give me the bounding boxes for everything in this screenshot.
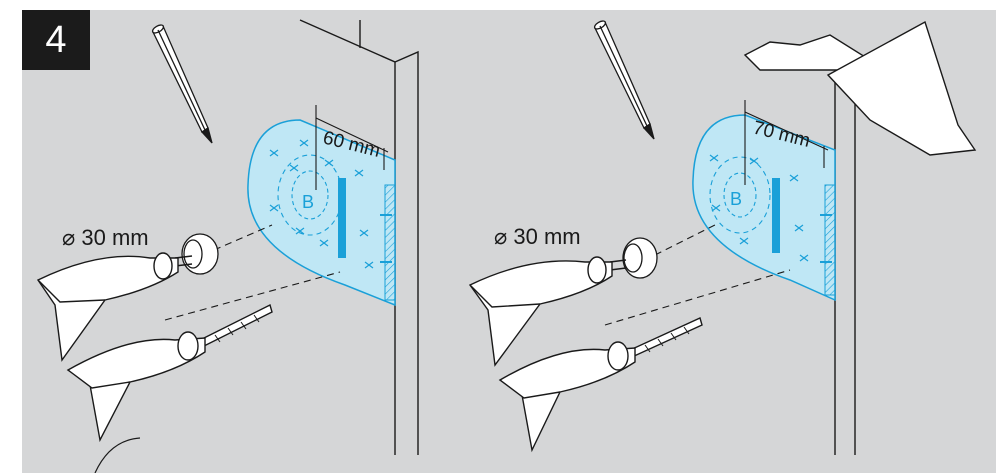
right-guide-lines — [604, 224, 791, 326]
right-dimension-line — [744, 100, 829, 185]
right-hinge-cup-icon — [622, 237, 658, 279]
right-cabinet-panel — [834, 70, 856, 455]
right-illustration: B 70 mm ⌀ 30 mm — [468, 20, 977, 455]
left-twist-drill-icon — [66, 303, 273, 443]
left-pencil-icon — [151, 24, 213, 144]
left-dimension-line — [315, 105, 389, 190]
cropped-detail-circle — [94, 437, 141, 473]
left-diameter-label: ⌀ 30 mm — [62, 225, 149, 250]
right-pencil-icon — [593, 20, 655, 140]
left-template-mark: B — [302, 192, 314, 212]
right-twist-drill-icon — [498, 317, 703, 453]
right-drilling-template — [692, 114, 836, 302]
left-hinge-cup-icon — [181, 233, 219, 275]
left-forstner-drill-icon — [36, 252, 193, 362]
left-cabinet-panel — [299, 19, 419, 455]
left-drilling-template — [247, 119, 396, 307]
left-guide-lines — [164, 224, 341, 321]
right-diameter-label: ⌀ 30 mm — [494, 224, 581, 249]
step-number-badge: 4 — [22, 10, 90, 70]
right-top-panel — [743, 20, 977, 156]
left-illustration: B 60 mm ⌀ 30 mm — [36, 19, 419, 455]
right-template-mark: B — [730, 189, 742, 209]
right-forstner-drill-icon — [468, 256, 627, 367]
